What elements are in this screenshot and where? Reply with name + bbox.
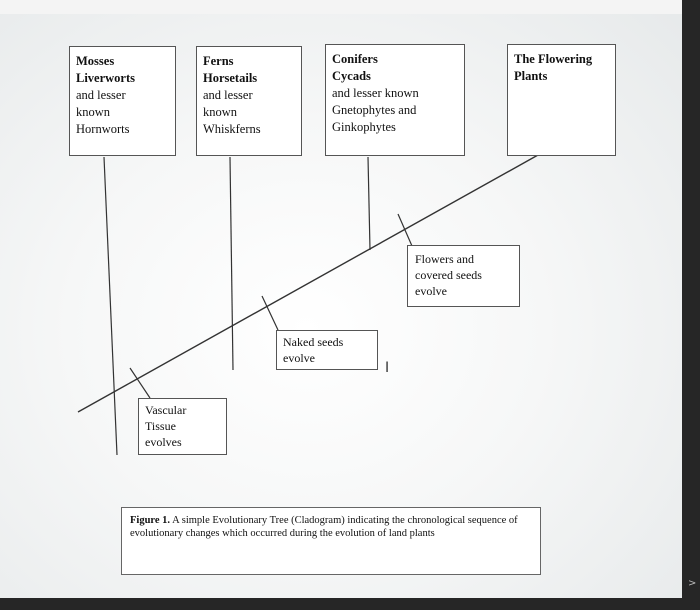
branch-conifers [367, 156, 371, 251]
box-mosses: Mosses Liverworts and lesser known Hornw… [69, 46, 176, 156]
event-flowers-line-2: covered seeds [415, 268, 482, 282]
text-cursor-icon: I [385, 360, 390, 376]
box-conifers-line-1: Conifers [332, 52, 378, 66]
box-conifers-line-4: Gnetophytes and [332, 103, 417, 117]
box-ferns-line-3: and lesser [203, 88, 253, 102]
chevron-right-icon[interactable]: > [688, 578, 697, 589]
branch-ferns [229, 156, 234, 371]
box-ferns-line-2: Horsetails [203, 71, 258, 85]
screen-bezel-bottom [0, 598, 700, 610]
event-vascular-line-1: Vascular [145, 403, 187, 417]
event-vascular-line-3: evolves [145, 435, 182, 449]
box-mosses-line-5: Hornworts [76, 122, 130, 136]
figure-caption-text: A simple Evolutionary Tree (Cladogram) i… [130, 515, 518, 539]
top-bar [0, 0, 700, 14]
box-flowering-line-2: Plants [514, 69, 548, 83]
box-conifers-line-2: Cycads [332, 69, 371, 83]
event-naked-seeds-evolve: Naked seeds evolve [276, 330, 378, 370]
tick-vascular [129, 367, 151, 399]
event-flowers-line-3: evolve [415, 284, 447, 298]
event-vascular-line-2: Tissue [145, 419, 176, 433]
box-mosses-line-4: known [76, 105, 111, 119]
box-mosses-line-1: Mosses [76, 54, 115, 68]
event-vascular-tissue-evolves: Vascular Tissue evolves [138, 398, 227, 455]
box-ferns-line-1: Ferns [203, 54, 234, 68]
event-flowers-evolve: Flowers and covered seeds evolve [407, 245, 520, 307]
tick-flowers [397, 213, 413, 247]
box-flowering-plants: The Flowering Plants [507, 44, 616, 156]
box-mosses-line-2: Liverworts [76, 71, 136, 85]
figure-caption: Figure 1. A simple Evolutionary Tree (Cl… [121, 507, 541, 575]
main-trunk-line [77, 154, 539, 413]
branch-mosses [103, 156, 118, 456]
screen-bezel-right [682, 0, 700, 610]
box-conifers-line-5: Ginkophytes [332, 120, 396, 134]
box-ferns-line-5: Whiskferns [203, 122, 261, 136]
box-ferns: Ferns Horsetails and lesser known Whiskf… [196, 46, 302, 156]
event-flowers-line-1: Flowers and [415, 252, 474, 266]
box-ferns-line-4: known [203, 105, 238, 119]
box-conifers-line-3: and lesser known [332, 86, 419, 100]
tick-naked-seeds [261, 295, 279, 331]
box-flowering-line-1: The Flowering [514, 52, 593, 66]
box-mosses-line-3: and lesser [76, 88, 126, 102]
figure-caption-label: Figure 1. [130, 515, 171, 526]
event-naked-seeds-line-2: evolve [283, 351, 315, 365]
event-naked-seeds-line-1: Naked seeds [283, 335, 344, 349]
box-conifers: Conifers Cycads and lesser known Gnetoph… [325, 44, 465, 156]
